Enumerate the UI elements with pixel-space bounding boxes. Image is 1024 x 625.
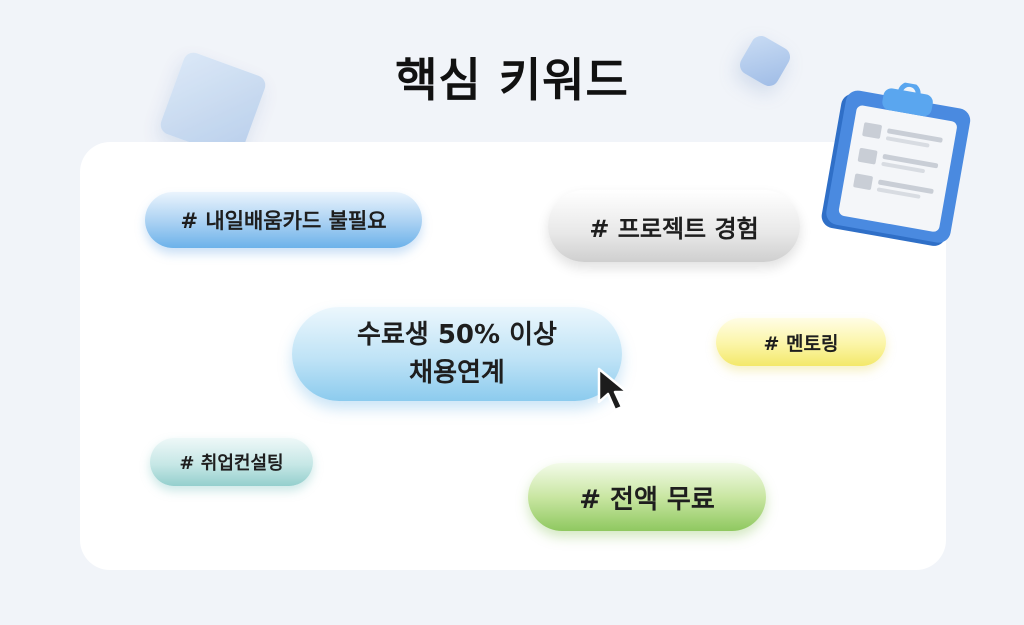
- keyword-label: # 취업컨설팅: [179, 453, 284, 474]
- keyword-mentoring: # 멘토링: [716, 318, 886, 366]
- mouse-cursor-icon: [597, 367, 629, 412]
- keyword-free: # 전액 무료: [528, 463, 766, 531]
- keyword-label: # 내일배움카드 불필요: [180, 209, 387, 233]
- keyword-project-experience: # 프로젝트 경험: [548, 190, 800, 262]
- keyword-label: # 프로젝트 경험: [589, 214, 759, 243]
- keyword-line-1: 수료생 50% 이상: [357, 320, 557, 350]
- keyword-career-consulting: # 취업컨설팅: [150, 438, 313, 486]
- clipboard-checklist-icon: [821, 81, 971, 246]
- keyword-label: # 멘토링: [763, 332, 839, 355]
- page-title: 핵심 키워드: [395, 53, 629, 107]
- keyword-label: # 전액 무료: [579, 484, 715, 515]
- keyword-no-tomorrow-card: # 내일배움카드 불필요: [145, 192, 422, 248]
- keyword-hiring-connection: 수료생 50% 이상 채용연계: [292, 307, 622, 401]
- keyword-line-2: 채용연계: [409, 358, 505, 388]
